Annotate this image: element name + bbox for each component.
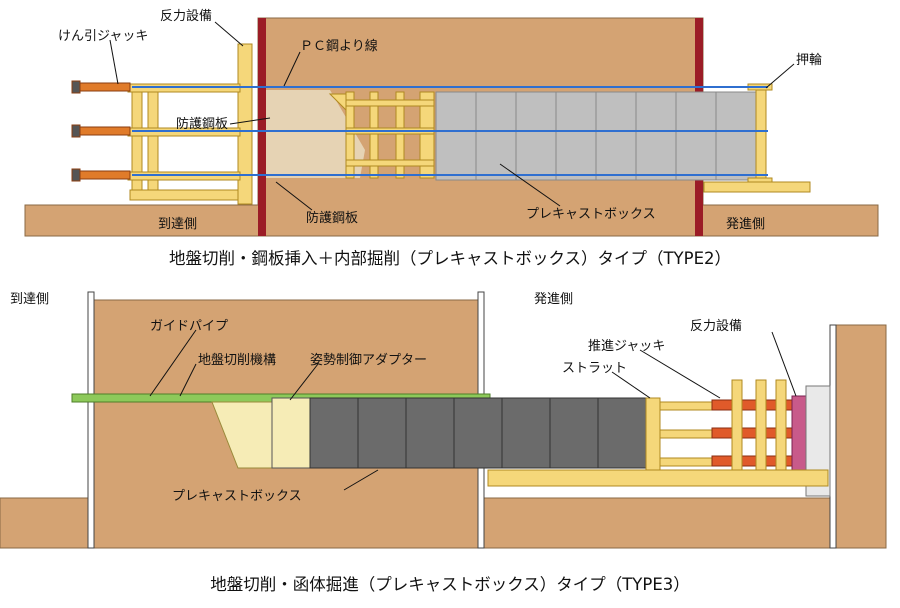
bottom-box-segment [453,397,503,469]
top-label-reaction: 反力設備 [160,8,212,24]
top-box-segment [555,91,597,181]
top-box-segment [475,91,517,181]
bottom-box-segment [549,397,599,469]
top-precast-boxes [435,91,757,181]
top-box-segment [715,91,757,181]
bottom-label-departure-side: 発進側 [534,292,573,307]
bottom-precast-boxes [309,397,647,469]
bottom-label-thrust-jack: 推進ジャッキ [588,339,665,354]
top-wall-left [258,18,266,236]
top-caption: 地盤切削・鋼板挿入＋内部掘削（プレキャストボックス）タイプ（TYPE2） [169,249,731,268]
bottom-label-posture-adapter: 姿勢制御アダプター [310,352,427,368]
bottom-soil-right-pit [483,497,837,549]
bottom-box-segment [357,397,407,469]
bottom-label-reaction: 反力設備 [690,318,742,334]
top-ground-left [24,204,262,237]
top-box-segment [635,91,677,181]
bottom-diagram: 到達側 発進側 ガイドパイプ 反力設備 地盤切削機構 姿勢制御アダプター 推進ジ… [0,291,887,594]
bottom-strut [645,397,713,471]
top-label-protect-plate-bottom: 防護鋼板 [306,210,358,226]
bottom-posture-adapter [271,397,311,469]
bottom-box-segment [309,397,359,469]
top-label-protect-plate-mid: 防護鋼板 [176,116,228,132]
top-departure-base [703,181,811,193]
bottom-caption: 地盤切削・函体掘進（プレキャストボックス）タイプ（TYPE3） [210,575,690,594]
bottom-label-guide-pipe: ガイドパイプ [150,319,228,334]
top-tension-jacks [71,80,131,182]
top-pc-strands [132,86,768,176]
bottom-box-segment [405,397,455,469]
bottom-label-strut: ストラット [562,361,627,376]
bottom-sheet-wall-left [87,291,95,549]
bottom-label-precast-box: プレキャストボックス [172,489,302,504]
bottom-box-segment [501,397,551,469]
top-leader-lines [109,21,795,211]
bottom-label-cutting-machine: 地盤切削機構 [198,353,276,368]
top-diagram: けん引ジャッキ 反力設備 ＰＣ鋼より線 防護鋼板 押輪 到達側 防護鋼板 プレキ… [24,8,879,268]
top-label-pc-strand: ＰＣ鋼より線 [300,38,378,54]
bottom-base-platform [487,469,829,487]
top-ground-right [699,204,879,237]
top-label-departure-side: 発進側 [726,217,765,232]
top-excavation-cavity [266,90,365,178]
top-box-segment [515,91,557,181]
top-box-segment [595,91,637,181]
top-box-segment [435,91,477,181]
bottom-ground-far-left [0,497,95,549]
top-label-precast-box: プレキャストボックス [526,207,656,222]
bottom-sheet-wall-right [829,324,837,549]
bottom-leader-lines [149,329,797,491]
bottom-box-segment [597,397,647,469]
bottom-soil-right [835,324,887,549]
top-label-arrival-side: 到達側 [158,217,197,232]
bottom-label-arrival-side: 到達側 [10,292,49,307]
top-box-segment [675,91,717,181]
top-label-pusher: 押輪 [796,52,822,68]
top-label-tension-jack: けん引ジャッキ [58,29,148,44]
